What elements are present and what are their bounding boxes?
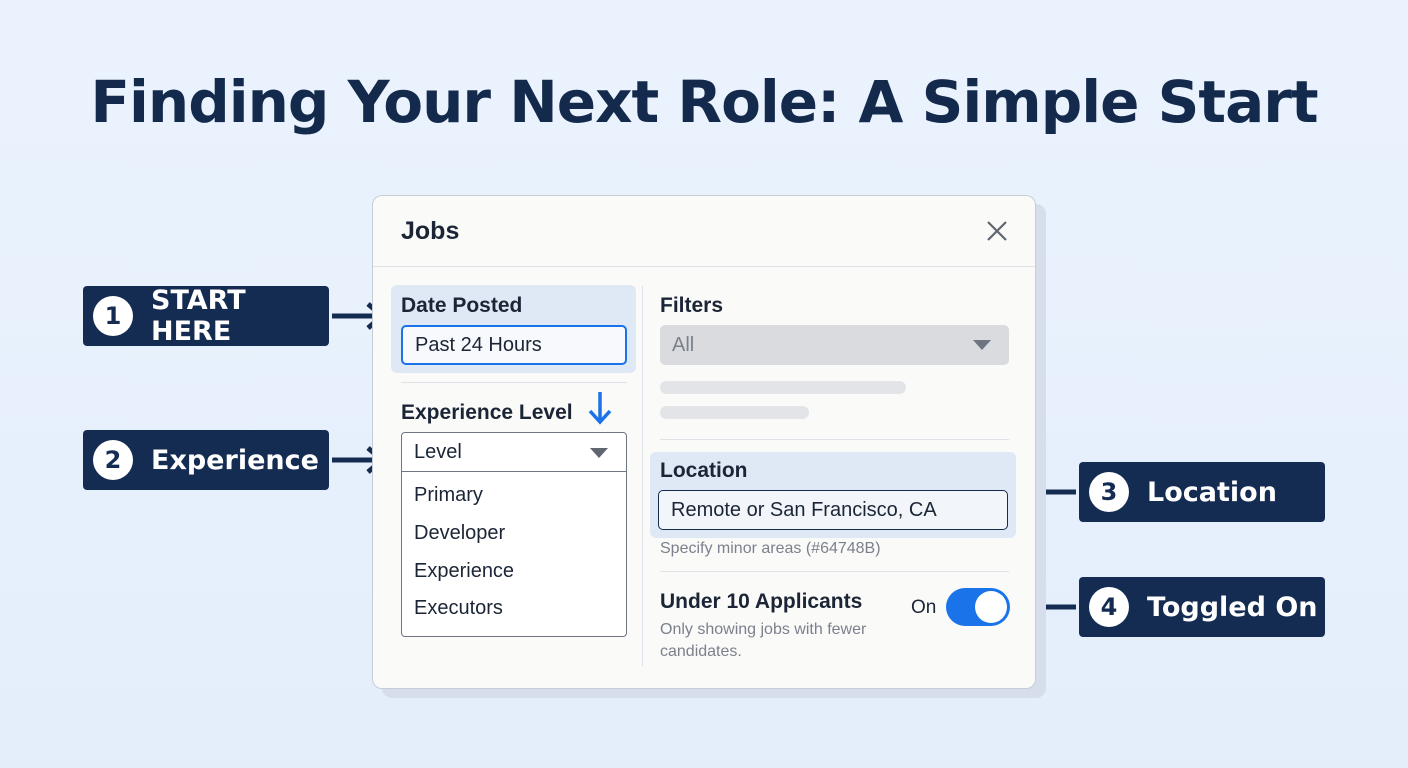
section-divider (660, 439, 1009, 440)
callout-number: 1 (93, 296, 133, 336)
callout-number: 2 (93, 440, 133, 480)
date-posted-select[interactable]: Past 24 Hours (401, 325, 627, 365)
experience-option-experience[interactable]: Experience (414, 560, 515, 582)
placeholder-line (660, 406, 809, 419)
dialog-title: Jobs (401, 216, 460, 245)
filters-label: Filters (660, 294, 724, 317)
callout-label: Location (1147, 476, 1277, 508)
experience-option-primary[interactable]: Primary (414, 484, 483, 506)
callout-start-here: 1 START HERE (83, 285, 329, 347)
experience-level-select[interactable]: Level (401, 432, 627, 472)
location-label: Location (660, 459, 748, 482)
section-divider (660, 571, 1009, 572)
close-icon[interactable] (985, 219, 1009, 243)
experience-option-executors[interactable]: Executors (414, 597, 503, 619)
callout-label: START HERE (151, 285, 246, 347)
callout-toggled-on: 4 Toggled On (1079, 577, 1325, 637)
callout-number: 4 (1089, 587, 1129, 627)
callout-experience: 2 Experience (83, 430, 329, 490)
callout-number: 3 (1089, 472, 1129, 512)
jobs-dialog: Jobs Date Posted Past 24 Hours Experienc… (372, 195, 1036, 689)
applicants-description-cont: candidates. (660, 643, 742, 660)
arrow-down-icon (588, 392, 612, 425)
experience-option-developer[interactable]: Developer (414, 522, 506, 544)
experience-level-value: Level (414, 440, 462, 463)
location-hint: Specify minor areas (#64748B) (660, 540, 881, 557)
section-divider (401, 382, 627, 383)
experience-level-label: Experience Level (401, 401, 573, 424)
experience-level-options: Primary Developer Experience Executors (401, 472, 627, 637)
toggle-knob (975, 591, 1007, 623)
applicants-description: Only showing jobs with fewer (660, 621, 867, 638)
location-input[interactable]: Remote or San Francisco, CA (658, 490, 1008, 530)
chevron-down-icon (973, 340, 991, 350)
callout-label: Experience (151, 444, 319, 476)
callout-label: Toggled On (1147, 591, 1318, 623)
date-posted-label: Date Posted (401, 294, 523, 317)
applicants-label: Under 10 Applicants (660, 590, 863, 613)
filters-select[interactable]: All (660, 325, 1009, 365)
applicants-toggle[interactable] (946, 588, 1010, 626)
chevron-down-icon (590, 448, 608, 458)
filters-value: All (672, 333, 695, 356)
column-divider (642, 286, 643, 666)
callout-location: 3 Location (1079, 462, 1325, 522)
dialog-header: Jobs (373, 196, 1035, 267)
toggle-state-label: On (911, 597, 937, 618)
placeholder-line (660, 381, 906, 394)
page-title: Finding Your Next Role: A Simple Start (90, 68, 1318, 136)
